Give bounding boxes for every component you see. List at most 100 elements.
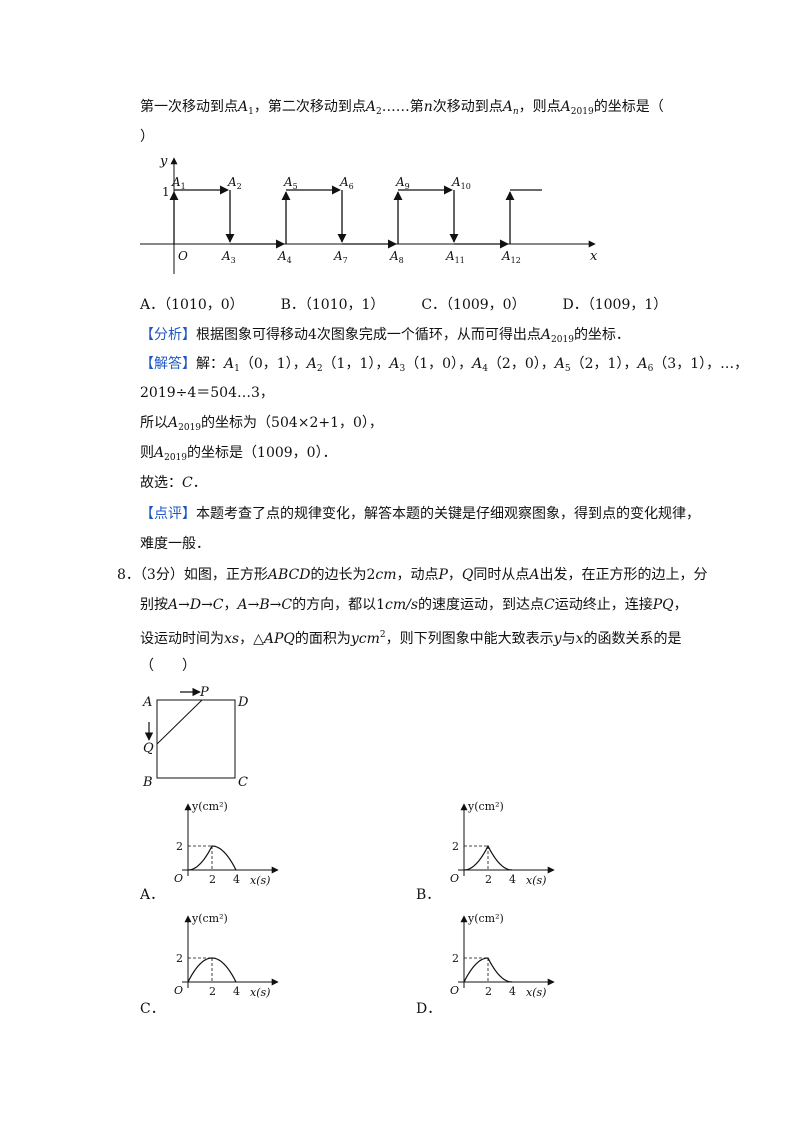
answer-prefix: 解： bbox=[196, 356, 224, 372]
choose-prefix: 故选： bbox=[140, 475, 182, 491]
close-paren: ） bbox=[140, 129, 154, 145]
graph-option-b-label[interactable]: B． bbox=[416, 887, 441, 903]
option-d[interactable]: D．（1009，1） bbox=[563, 297, 668, 313]
y-tick-2: 2 bbox=[176, 952, 183, 965]
subscript: 2019 bbox=[164, 453, 188, 463]
var-A: A bbox=[154, 445, 165, 461]
subscript: 2 bbox=[375, 107, 382, 117]
var-A: A bbox=[224, 356, 235, 372]
q7-stem-line2: ） bbox=[140, 127, 154, 147]
segment-pq bbox=[156, 699, 203, 745]
point-coordinate: （0，1） bbox=[239, 356, 293, 372]
function-curve bbox=[187, 957, 237, 983]
var-APQ: APQ bbox=[263, 631, 295, 647]
label-C: C bbox=[238, 775, 248, 790]
subscript: n bbox=[512, 107, 519, 117]
option-value: （1010，1） bbox=[304, 297, 385, 313]
answer-tail: ，…， bbox=[706, 356, 749, 372]
point-subscript: 1 bbox=[181, 182, 186, 191]
point-letter: A bbox=[445, 249, 455, 263]
point-label: A6 bbox=[339, 175, 354, 191]
q8-text: 的面积为 bbox=[294, 631, 351, 647]
x-axis-label: x(s) bbox=[526, 986, 546, 999]
q8-line1: 8．（3分）如图，正方形ABCD的边长为2cm，动点P，Q同时从点A出发，在正方… bbox=[117, 565, 708, 585]
y-tick-2: 2 bbox=[452, 840, 459, 853]
then-prefix: 则 bbox=[140, 445, 154, 461]
function-curve bbox=[463, 957, 513, 983]
point-letter: A bbox=[395, 175, 405, 189]
q8-text: ，△ bbox=[239, 631, 264, 647]
point-letter: A bbox=[501, 249, 511, 263]
point-label: A4 bbox=[277, 249, 292, 265]
x-tick-4: 4 bbox=[233, 985, 240, 998]
option-b[interactable]: B．（1010，1） bbox=[281, 297, 385, 313]
answer-line1: 【解答】解：A1（0，1），A2（1，1），A3（1，0），A4（2，0），A5… bbox=[140, 354, 748, 379]
point-coordinate: （3，1） bbox=[653, 356, 707, 372]
comment-line2: 难度一般． bbox=[140, 534, 210, 554]
analysis-text: 的坐标． bbox=[573, 327, 630, 343]
graph-option-d-label[interactable]: D． bbox=[416, 1001, 442, 1017]
y-axis-label: y(cm²) bbox=[467, 800, 504, 813]
var-A: A bbox=[554, 356, 565, 372]
option-c[interactable]: C．（1009，0） bbox=[421, 297, 525, 313]
subscript: 3 bbox=[399, 364, 406, 374]
point-label: A10 bbox=[451, 175, 471, 191]
comment-line1: 【点评】本题考查了点的规律变化，解答本题的关键是仔细观察图象，得到点的变化规律， bbox=[140, 504, 700, 524]
var-x: x bbox=[575, 631, 584, 647]
q7-stem-text: 的坐标是（ bbox=[593, 99, 664, 115]
point-subscript: 11 bbox=[455, 256, 465, 265]
subscript: 5 bbox=[564, 364, 571, 374]
point-subscript: 9 bbox=[405, 182, 410, 191]
graph-option-a-label[interactable]: A． bbox=[140, 887, 165, 903]
graph-option-c-label[interactable]: C． bbox=[140, 1001, 165, 1017]
point-subscript: 10 bbox=[461, 182, 471, 191]
unit-cms: cm/s bbox=[385, 597, 419, 613]
analysis-line: 【分析】根据图象可得移动4次图象完成一个循环，从而可得出点A2019的坐标． bbox=[140, 325, 630, 350]
point-subscript: 2 bbox=[237, 182, 242, 191]
y-axis-label: y(cm²) bbox=[191, 800, 228, 813]
point-subscript: 6 bbox=[349, 182, 354, 191]
point-subscript: 3 bbox=[231, 256, 236, 265]
point-letter: A bbox=[389, 249, 399, 263]
x-tick-2: 2 bbox=[209, 985, 216, 998]
y-axis-label: y(cm²) bbox=[191, 912, 228, 925]
y-tick-2: 2 bbox=[452, 952, 459, 965]
point-coordinate: （1，0） bbox=[405, 356, 459, 372]
point-subscript: 5 bbox=[293, 182, 298, 191]
so-prefix: 所以 bbox=[140, 415, 168, 431]
function-curve bbox=[187, 845, 237, 871]
answer-line3: 所以A2019的坐标为（504×2+1，0）， bbox=[140, 413, 383, 438]
q8-text: 的边长为2 bbox=[310, 567, 376, 583]
choose-end: ． bbox=[192, 475, 207, 491]
q8-text: ， bbox=[673, 597, 688, 613]
point-label: A8 bbox=[389, 249, 404, 265]
q8-text: （3分）如图，正方形 bbox=[139, 567, 268, 583]
point-letter: A bbox=[227, 175, 237, 189]
point-letter: A bbox=[451, 175, 461, 189]
x-tick-4: 4 bbox=[509, 873, 516, 886]
q7-stem-text: ，第二次移动到点 bbox=[253, 99, 366, 115]
square-figure: A P D Q B C bbox=[142, 685, 249, 790]
var-A: A bbox=[389, 356, 400, 372]
answer-tag: 【解答】 bbox=[140, 356, 196, 372]
label-Q: Q bbox=[143, 741, 154, 756]
y-tick-2: 2 bbox=[176, 840, 183, 853]
q8-text: 运动终止，连接 bbox=[554, 597, 653, 613]
origin-label: O bbox=[174, 984, 183, 997]
separator: ， bbox=[458, 356, 473, 372]
subscript: 1 bbox=[248, 107, 254, 117]
option-a[interactable]: A．（1010，0） bbox=[140, 297, 244, 313]
point-letter: A bbox=[283, 175, 293, 189]
analysis-tag: 【分析】 bbox=[140, 327, 196, 343]
subscript: 6 bbox=[647, 364, 654, 374]
var-A: A bbox=[238, 99, 249, 115]
square-abcd bbox=[156, 699, 236, 779]
subscript: 4 bbox=[482, 364, 488, 374]
separator: ， bbox=[540, 356, 555, 372]
